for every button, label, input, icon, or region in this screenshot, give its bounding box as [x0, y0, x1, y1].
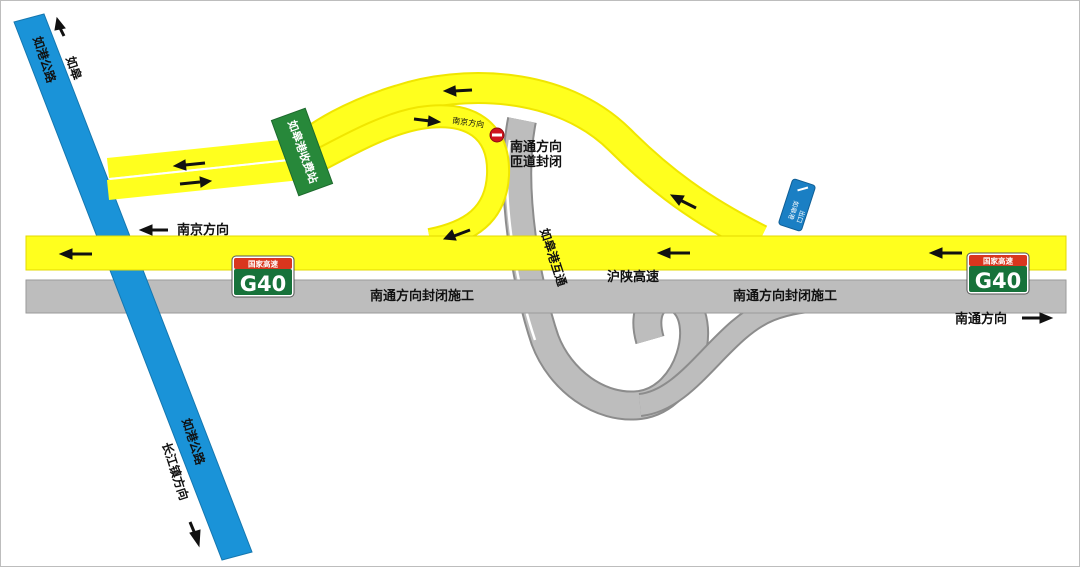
shield-left-header: 国家高速: [248, 259, 278, 269]
label-ramp-closed-1: 南通方向: [510, 139, 562, 155]
label-nantong-direction: 南通方向: [955, 311, 1007, 327]
arrow-icon: [928, 247, 962, 259]
direction-arrows: [54, 16, 1054, 548]
no-entry-icon: [489, 127, 505, 143]
arrow-icon: [172, 159, 206, 171]
label-rugao: 如皋: [63, 54, 85, 82]
shield-right-number: G40: [975, 269, 1021, 293]
arrow-icon: [442, 85, 473, 97]
arrow-icon: [442, 228, 471, 241]
label-closure-left: 南通方向封闭施工: [370, 288, 474, 304]
label-highway-name: 沪陕高速: [607, 269, 659, 285]
lane-divider: [109, 158, 299, 180]
g40-shield-left: 国家高速 G40: [231, 255, 295, 298]
label-closure-right: 南通方向封闭施工: [733, 288, 837, 304]
arrow-icon: [656, 247, 690, 259]
g40-shield-right: 国家高速 G40: [966, 252, 1030, 295]
arrow-icon: [54, 16, 66, 37]
highway-southbound-closed: [25, 279, 1067, 314]
arrow-icon: [413, 115, 442, 127]
highway-northbound-open: [25, 235, 1067, 271]
arrow-icon: [138, 224, 168, 236]
toll-station: 如皋港收费站: [270, 107, 334, 197]
shield-left-number: G40: [240, 272, 286, 296]
arrow-icon: [669, 194, 697, 210]
shield-right-header: 国家高速: [983, 256, 1013, 266]
label-ramp-closed-2: 匝道封闭: [510, 154, 562, 170]
local-road-rugang: [13, 13, 253, 561]
arrow-icon: [179, 176, 213, 188]
arrow-icon: [58, 248, 92, 260]
label-nanjing-direction: 南京方向: [177, 222, 229, 238]
exit-sign-line2: 出口: [795, 209, 808, 224]
exit-sign: 如皋港 出口: [778, 178, 816, 232]
arrow-icon: [1022, 312, 1054, 324]
label-ramp-nanjing: 南京方向: [452, 115, 485, 129]
arrow-icon: [188, 521, 201, 548]
